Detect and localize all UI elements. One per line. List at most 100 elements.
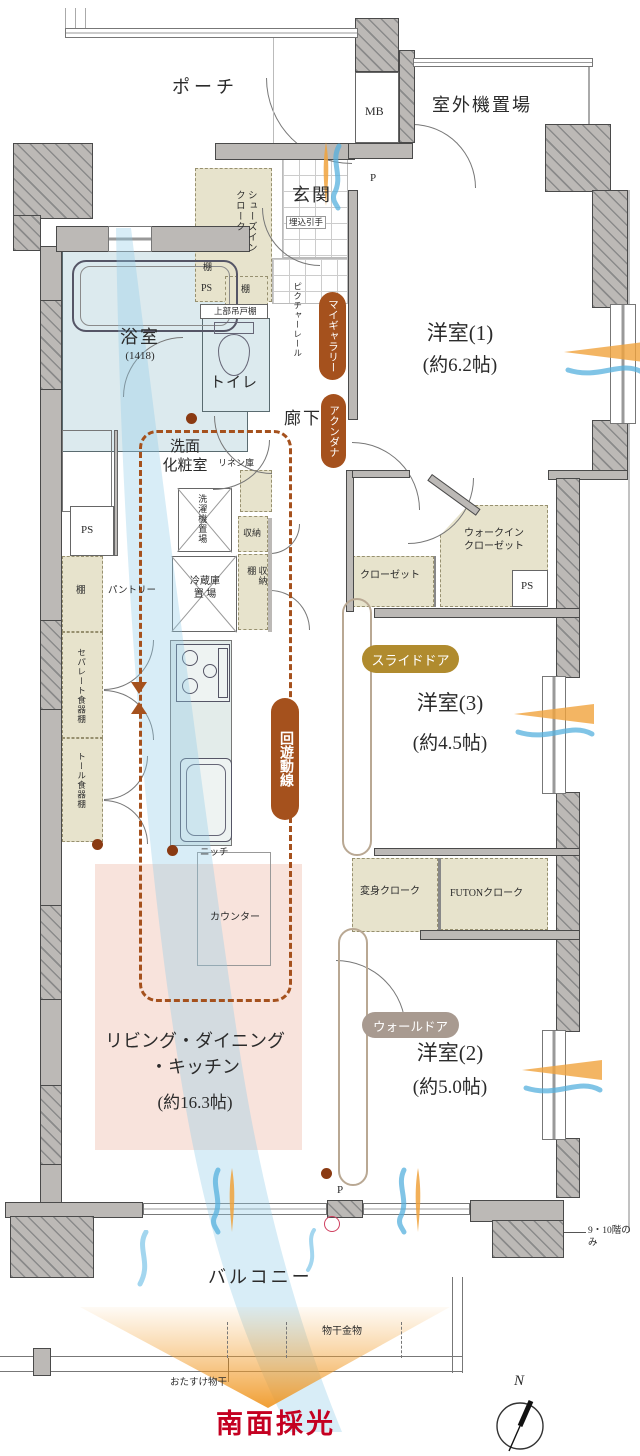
wall — [548, 470, 628, 480]
circulation-arrow-up — [131, 702, 147, 714]
recessed-pull-label: 埋込引手 — [286, 216, 327, 229]
wall — [420, 930, 580, 940]
airflow-icon — [323, 142, 342, 211]
wall — [13, 143, 93, 219]
washroom-label: 洗面 化粧室 — [162, 439, 208, 474]
airflow-icon — [306, 1228, 316, 1272]
wall — [40, 905, 62, 1000]
closet-label: クローゼット — [360, 570, 420, 581]
south-light-triangle — [80, 1307, 450, 1408]
bedroom1-label: 洋室(1) — [426, 321, 494, 345]
grill — [218, 648, 228, 698]
wall — [592, 190, 628, 308]
shelf-label: 棚 — [203, 262, 213, 272]
floors-note-label: 9・10階のみ — [588, 1226, 631, 1248]
linen-label: リネン庫 — [218, 458, 255, 468]
toilet-tank — [214, 322, 254, 334]
porch-label: ポーチ — [172, 77, 238, 97]
futon-cloak-area — [440, 858, 548, 930]
bedroom3-label: 洋室(3) — [416, 691, 484, 715]
wall — [40, 620, 62, 710]
ps-label: PS — [521, 580, 534, 592]
ldk-size-label: (約16.3帖) — [157, 1093, 233, 1112]
wall — [352, 470, 410, 478]
bedroom2-window — [542, 1030, 566, 1140]
wall-door-pill: ウォールドア — [362, 1012, 459, 1038]
balcony-label: バルコニー — [208, 1267, 313, 1287]
wall — [56, 226, 250, 252]
balcony-rail — [452, 1277, 453, 1373]
ldk-pink-area — [95, 864, 302, 1150]
tall-cupboard-box — [62, 738, 103, 842]
shelf-left-box — [62, 556, 103, 632]
line — [273, 38, 274, 143]
wall — [13, 215, 41, 251]
helper-drying-label: おたすけ物干 — [170, 1378, 228, 1388]
airflow-icon — [522, 1060, 603, 1094]
wall — [470, 1200, 564, 1222]
leader-line — [564, 1232, 586, 1233]
counter-label: カウンター — [210, 912, 260, 923]
storage-shelf-box — [238, 554, 268, 630]
ldk-label2: ・キッチン — [150, 1057, 240, 1077]
entrance-label: 玄関 — [292, 185, 332, 205]
compass-icon — [496, 1399, 544, 1452]
line — [588, 58, 590, 128]
north-label: N — [514, 1373, 525, 1389]
my-gallery-pill: マイギャラリー — [319, 292, 346, 380]
line — [114, 430, 118, 556]
accent-shelf-pill: アクンダナ — [321, 394, 346, 468]
wall — [374, 848, 580, 856]
bedroom1-size-label: (約6.2帖) — [422, 355, 498, 376]
drying-fixture-mark — [227, 1322, 228, 1358]
bathtub — [72, 260, 238, 332]
wall — [556, 792, 580, 1032]
upper-cabinet-box — [200, 304, 268, 319]
outdoor-unit-label: 室外機置場 — [432, 95, 532, 115]
sink-inner — [186, 764, 226, 836]
slide-door-track — [342, 598, 372, 856]
ps-label: PS — [81, 524, 94, 536]
storage-shelf-label: 収納 棚 — [246, 566, 268, 586]
henshin-cloak-label: 変身クローク — [360, 886, 420, 897]
wall — [556, 478, 580, 678]
door-arc-outdoor-unit — [412, 124, 476, 188]
bedroom3-size-label: (約4.5帖) — [412, 733, 488, 754]
wall — [346, 470, 354, 612]
ps-label: PS — [201, 283, 213, 294]
outdoor-rail — [413, 58, 593, 67]
toilet-bowl — [218, 334, 250, 376]
shelf-label: 棚 — [76, 586, 86, 596]
picture-rail-label: ピクチャーレール — [292, 282, 303, 358]
fridge-label: 冷蔵庫 置 場 — [190, 576, 220, 600]
bath-label: 浴室 — [120, 327, 160, 347]
niche-label: ニッチ — [200, 848, 229, 858]
wall-pillar — [10, 1216, 94, 1278]
mb-label: MB — [365, 104, 384, 118]
wall — [592, 420, 628, 478]
door-stop-dot — [321, 1168, 332, 1179]
wall — [348, 143, 413, 159]
line — [628, 190, 630, 1232]
wall — [545, 124, 611, 192]
pantry-label: パントリー — [108, 586, 156, 596]
ps-left-box — [70, 506, 114, 556]
south-light-label: 南面採光 — [216, 1409, 336, 1439]
drying-fixture-label: 物干金物 — [322, 1326, 362, 1337]
balcony-rail — [0, 1356, 463, 1357]
p-label-top: P — [370, 172, 377, 184]
bath-size-label: (1418) — [125, 350, 155, 362]
storage-label: 収納 — [243, 528, 262, 538]
pipe — [85, 8, 86, 28]
porch-rail — [65, 28, 358, 38]
shoes-in-cloak-label: シューズイン クローク — [233, 190, 256, 253]
airflow-icon — [514, 704, 595, 738]
upper-cabinet-label: 上部吊戸棚 — [214, 306, 257, 316]
balcony-rail — [462, 1277, 463, 1373]
drying-fixture-mark — [286, 1322, 287, 1358]
closet-area — [352, 556, 434, 607]
wic-label: ウォークイン クローゼット — [464, 528, 524, 552]
airflow-icon — [564, 342, 640, 376]
shelf-box — [225, 276, 268, 306]
